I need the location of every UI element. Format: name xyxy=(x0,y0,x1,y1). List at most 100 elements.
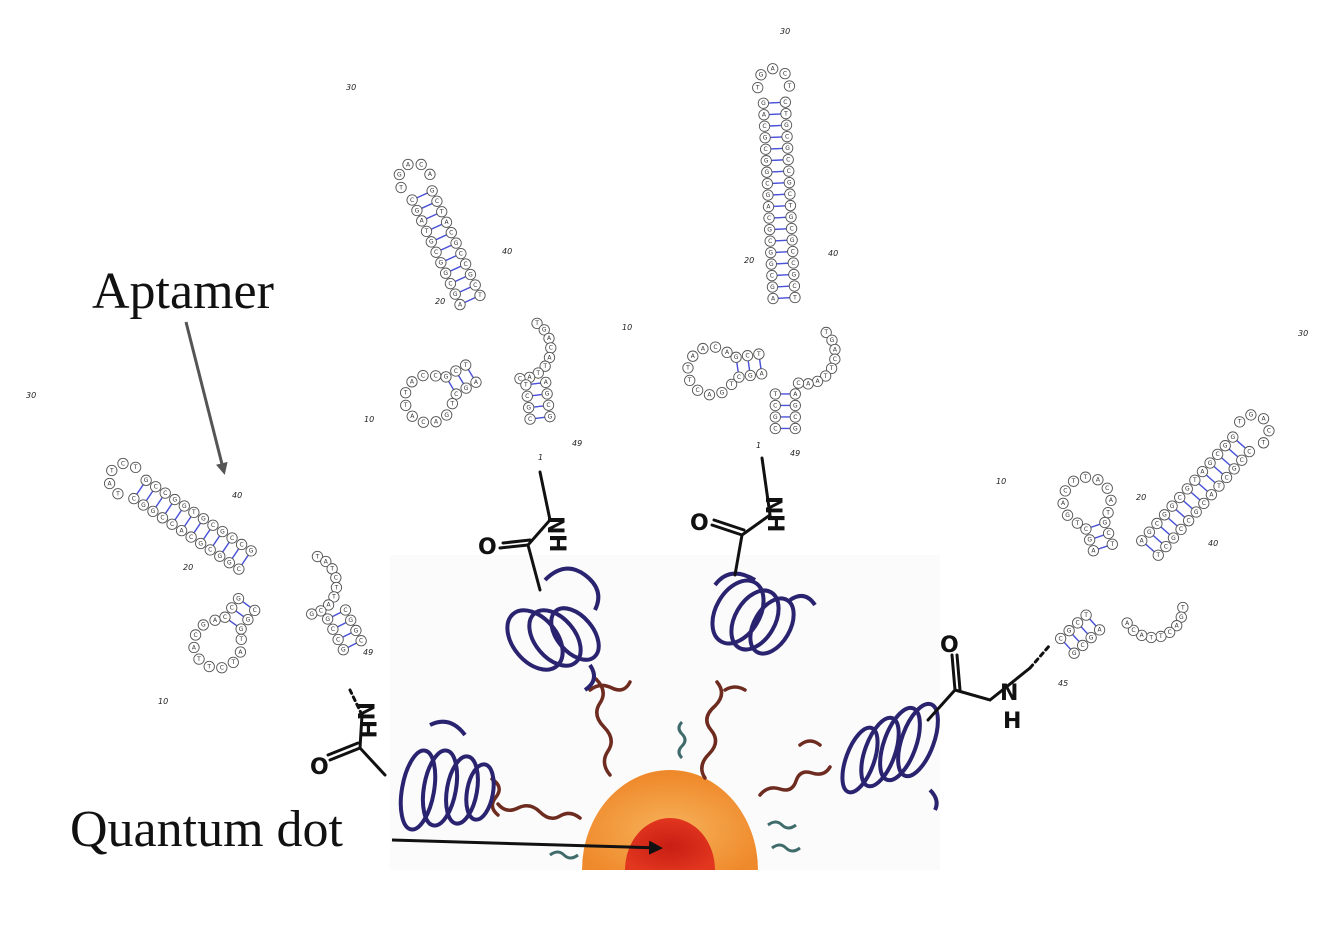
svg-text:C: C xyxy=(1081,642,1085,649)
svg-text:G: G xyxy=(1179,614,1184,621)
aptamer-left-main-stem-base: G xyxy=(140,474,152,486)
aptamer-upper-left-main-stem-base: G xyxy=(450,237,462,249)
svg-text:A: A xyxy=(180,527,185,534)
aptamer-left-side-stem-base: G xyxy=(242,614,254,626)
aptamer-right-main-stem-base: G xyxy=(1167,532,1180,544)
aptamer-upper-right-side-stem-base: C xyxy=(741,350,754,362)
aptamer-upper-right-bottom-stem-base: C xyxy=(769,399,781,412)
svg-text:A: A xyxy=(108,480,113,487)
svg-text:C: C xyxy=(785,133,789,140)
svg-text:C: C xyxy=(410,197,414,204)
aptamer-upper-left-main-stem-base: A xyxy=(454,298,466,311)
aptamer-upper-right-side-loop-base: A xyxy=(687,350,699,362)
svg-text:T: T xyxy=(1192,477,1197,484)
aptamer-right-side-loop-base: G xyxy=(1061,509,1074,521)
aptamer-right-side-stem-base: G xyxy=(1099,516,1111,529)
aptamer-left-top-loop-base: T xyxy=(129,461,142,474)
svg-text:G: G xyxy=(239,626,244,633)
aptamer-upper-right-bottom-stem-base: G xyxy=(769,411,781,423)
aptamer-right-side-stem-base: C xyxy=(1102,527,1115,540)
svg-text:C: C xyxy=(764,146,768,153)
aptamer-upper-right-side-loop-base: A xyxy=(703,389,716,401)
aptamer-right-main-stem-base: C xyxy=(1220,471,1233,484)
aptamer-upper-right-main-stem-base: C xyxy=(764,235,776,247)
aptamer-right-main-stem-base: G xyxy=(1181,483,1193,495)
svg-text:A: A xyxy=(544,379,549,386)
aptamer-left-side-stem-pair: CG xyxy=(226,602,254,626)
aptamer-upper-left-side-loop-base: A xyxy=(406,410,418,422)
aptamer-left-main-stem-pair: CG xyxy=(195,519,219,550)
aptamer-upper-right-main-stem-base: G xyxy=(760,155,772,167)
aptamer-upper-right-junction-loop-base: C xyxy=(792,377,805,389)
svg-text:C: C xyxy=(765,180,769,187)
aptamer-right-bottom-stem-base: A xyxy=(1093,624,1106,636)
aptamer-upper-right-main-stem-base: G xyxy=(763,223,776,236)
svg-text:G: G xyxy=(1208,460,1213,467)
svg-text:T: T xyxy=(109,467,114,474)
aptamer-right-junction-loop-base: A xyxy=(1121,617,1133,629)
aptamer-upper-left-junction-loop-base: G xyxy=(538,324,550,336)
aptamer-upper-left-main-stem-base: G xyxy=(425,236,437,248)
aptamer-left-side-stem-base: G xyxy=(235,623,247,635)
svg-text:G: G xyxy=(792,271,797,278)
aptamer-upper-left-main-stem-base: G xyxy=(449,288,461,300)
aptamer-left-main-stem-pair: CG xyxy=(223,538,248,569)
svg-text:C: C xyxy=(770,272,774,279)
aptamer-upper-left-main-stem-base: C xyxy=(430,246,442,258)
svg-text:C: C xyxy=(454,391,458,398)
aptamer-upper-right-junction-loop-base: T xyxy=(819,370,832,382)
svg-text:T: T xyxy=(535,370,540,377)
aptamer-upper-right-index-label: 20 xyxy=(744,256,754,265)
svg-text:G: G xyxy=(542,327,547,334)
aptamer-upper-left-side-stem-base: C xyxy=(450,388,462,400)
aptamer-upper-right-bottom-stem-base: C xyxy=(769,422,781,435)
aptamer-right-index-label: 10 xyxy=(996,477,1006,486)
aptamer-upper-left-main-stem-base: C xyxy=(455,247,467,260)
aptamer-right-side-stem-base: G xyxy=(1084,534,1096,546)
svg-text:T: T xyxy=(1158,633,1163,640)
aptamer-right-main-stem-base: C xyxy=(1243,445,1255,458)
aptamer-upper-right-junction-loop-base: T xyxy=(820,326,832,339)
aptamer-left-junction-loop-base: T xyxy=(328,591,340,603)
aptamer-upper-left-side-loop-base: C xyxy=(417,416,430,428)
aptamer-upper-right-top-loop-base: C xyxy=(779,67,791,80)
svg-text:G: G xyxy=(764,158,769,165)
aptamer-upper-right-main-stem-pair: CG xyxy=(763,222,798,236)
svg-text:G: G xyxy=(227,560,232,567)
aptamer-upper-left-main-stem-base: G xyxy=(439,267,452,279)
aptamer-left-bottom-stem-base: G xyxy=(345,614,357,626)
aptamer-upper-right-main-stem-pair: TA xyxy=(767,291,801,305)
aptamer-upper-left-bottom-stem-base: A xyxy=(540,376,552,389)
aptamer-right-main-stem-pair: CG xyxy=(1227,431,1255,458)
svg-text:G: G xyxy=(141,502,146,509)
svg-text:G: G xyxy=(468,271,473,278)
svg-text:G: G xyxy=(767,226,772,233)
aptamer-upper-left-side-loop-base: C xyxy=(429,370,442,382)
svg-text:G: G xyxy=(784,122,789,129)
svg-text:G: G xyxy=(1147,529,1152,536)
aptamer-left-main-stem-base: A xyxy=(175,525,188,537)
aptamer-left-side-stem-pair: GC xyxy=(232,592,261,617)
svg-text:T: T xyxy=(196,656,201,663)
aptamer-upper-left-main-stem-pair: AT xyxy=(420,216,453,238)
aptamer-right-index-label: 45 xyxy=(1058,679,1068,688)
aptamer-left-side-loop-base: T xyxy=(193,653,205,665)
coil-upper-right xyxy=(710,571,817,656)
svg-text:A: A xyxy=(528,374,533,381)
aptamer-left-main-stem-pair: GC xyxy=(128,474,152,505)
svg-text:G: G xyxy=(464,385,469,392)
aptamer-upper-right-side-stem-base: C xyxy=(733,371,745,383)
svg-text:G: G xyxy=(454,240,459,247)
aptamer-upper-right-main-stem-base: G xyxy=(780,119,793,131)
aptamer-left: GCCGCGGCCGGCTAGCGCCGCGGCTATCTTATCTTACGGC… xyxy=(26,391,373,706)
svg-text:T: T xyxy=(115,491,120,498)
aptamer-upper-left-side-loop-base: A xyxy=(406,376,418,388)
svg-text:A: A xyxy=(324,558,329,565)
aptamer-right-side-loop-base: A xyxy=(1057,497,1069,510)
oxygen-label-3: O xyxy=(310,755,329,780)
aptamer-left-main-stem-base: G xyxy=(223,557,235,569)
svg-text:T: T xyxy=(772,391,777,398)
svg-text:G: G xyxy=(201,622,206,629)
svg-text:C: C xyxy=(773,402,777,409)
aptamer-left-bottom-stem-base: C xyxy=(355,635,367,647)
